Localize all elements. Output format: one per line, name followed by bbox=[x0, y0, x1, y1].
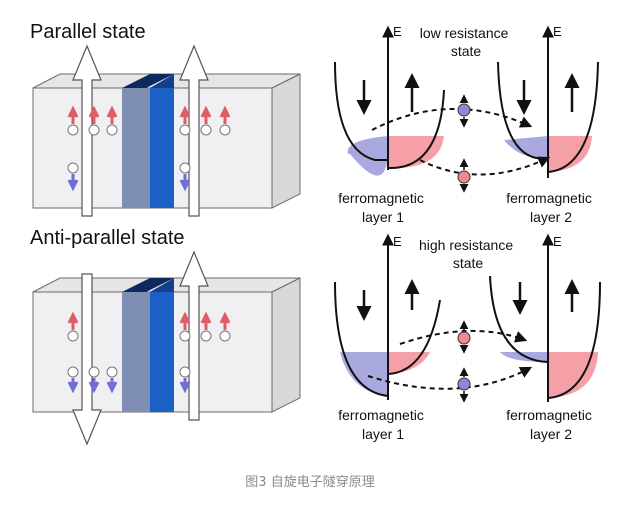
resistance-label-line2: state bbox=[451, 43, 482, 59]
spin-up-electron bbox=[67, 105, 79, 136]
magnetization-up-arrow bbox=[72, 44, 102, 217]
resistance-label-line2: state bbox=[453, 255, 484, 271]
spin-up-electron bbox=[457, 331, 471, 345]
spin-down-electron bbox=[67, 366, 79, 394]
resistance-label: low resistance state bbox=[420, 25, 513, 59]
resistance-label: high resistance state bbox=[419, 237, 517, 271]
right-layer-label: ferromagnetic layer 2 bbox=[506, 407, 595, 442]
tunnel-barrier bbox=[122, 74, 174, 88]
antiparallel-band-diagram: E E high resistance state ferromagnetic … bbox=[334, 233, 601, 442]
energy-axis-label: E bbox=[393, 234, 402, 249]
spin-up-electron bbox=[219, 311, 231, 342]
left-layer-label-line2: layer 1 bbox=[362, 426, 404, 442]
spin-down-electron bbox=[179, 162, 191, 192]
energy-axis-label: E bbox=[393, 24, 402, 39]
right-layer-label-line2: layer 2 bbox=[530, 426, 572, 442]
spin-down-electron bbox=[457, 377, 471, 391]
resistance-label-line1: high resistance bbox=[419, 237, 513, 253]
spin-up-electron bbox=[457, 170, 471, 184]
spin-down-electron bbox=[179, 366, 191, 394]
spin-down-electron bbox=[457, 103, 471, 117]
left-layer-label: ferromagnetic layer 1 bbox=[338, 190, 427, 225]
magnetization-up-arrow bbox=[179, 44, 209, 217]
left-layer-label: ferromagnetic layer 1 bbox=[338, 407, 427, 442]
spin-up-electron bbox=[219, 105, 231, 136]
spin-up-electron bbox=[179, 105, 191, 136]
spin-up-electron bbox=[67, 311, 79, 342]
left-layer-label-line2: layer 1 bbox=[362, 209, 404, 225]
energy-axis-label: E bbox=[553, 24, 562, 39]
spin-down-electron bbox=[106, 366, 118, 394]
parallel-band-diagram: E E low resistance state ferromagnetic l… bbox=[334, 24, 599, 225]
left-layer-label-line1: ferromagnetic bbox=[338, 407, 424, 423]
spin-up-electron bbox=[200, 311, 212, 342]
parallel-mtj-device bbox=[32, 44, 301, 217]
spin-down-electron bbox=[88, 366, 100, 394]
antiparallel-mtj-device bbox=[32, 250, 301, 446]
spin-up-electron bbox=[106, 105, 118, 136]
magnetization-up-arrow bbox=[179, 250, 209, 421]
spin-down-electron bbox=[67, 162, 79, 192]
right-layer-label-line1: ferromagnetic bbox=[506, 190, 592, 206]
magnetization-down-arrow bbox=[72, 273, 102, 446]
right-layer-label-line1: ferromagnetic bbox=[506, 407, 592, 423]
figure-caption: 图3 自旋电子隧穿原理 bbox=[245, 474, 374, 490]
spin-up-electron bbox=[179, 311, 191, 342]
parallel-state-title: Parallel state bbox=[30, 21, 146, 43]
resistance-label-line1: low resistance bbox=[420, 25, 509, 41]
antiparallel-state-title: Anti-parallel state bbox=[30, 227, 185, 249]
spin-up-electron bbox=[88, 105, 100, 136]
right-layer-label: ferromagnetic layer 2 bbox=[506, 190, 595, 225]
energy-axis-label: E bbox=[553, 234, 562, 249]
right-layer-label-line2: layer 2 bbox=[530, 209, 572, 225]
left-layer-label-line1: ferromagnetic bbox=[338, 190, 424, 206]
tunnel-barrier bbox=[122, 278, 174, 292]
spin-up-electron bbox=[200, 105, 212, 136]
